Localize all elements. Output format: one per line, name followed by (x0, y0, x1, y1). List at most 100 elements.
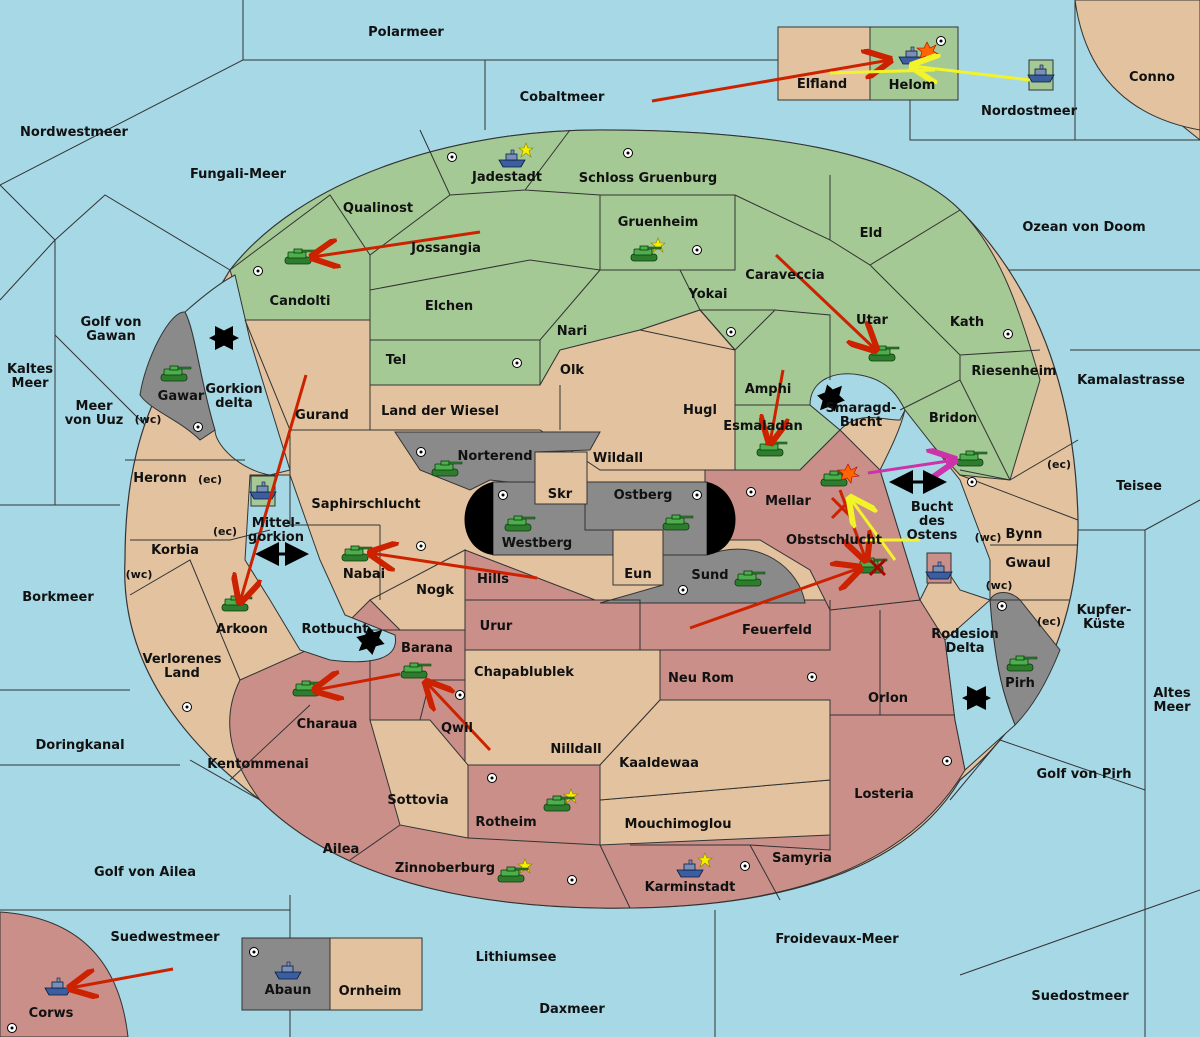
label-nogk[interactable]: Nogk (416, 583, 454, 598)
label-nari[interactable]: Nari (556, 324, 588, 339)
label-esmaladan[interactable]: Esmaladan (723, 419, 803, 434)
label-barana[interactable]: Barana (401, 641, 453, 656)
label-skr[interactable]: Skr (547, 487, 573, 502)
label-gwaul[interactable]: Gwaul (1005, 556, 1051, 571)
label-obstschlucht[interactable]: Obstschlucht (786, 533, 882, 548)
order-arrows-red (70, 60, 890, 988)
label-karminstadt[interactable]: Karminstadt (644, 880, 736, 895)
label-wildall[interactable]: Wildall (592, 451, 644, 466)
label-riesenheim[interactable]: Riesenheim (971, 364, 1057, 379)
sea-bucht-des-ostens (879, 408, 991, 602)
label-tel[interactable]: Tel (385, 353, 407, 368)
label-gurand[interactable]: Gurand (295, 408, 349, 423)
label-olk[interactable]: Olk (559, 363, 585, 378)
label-abaun[interactable]: Abaun (264, 983, 312, 998)
terrain-east-cap (707, 482, 736, 555)
label-feuerfeld[interactable]: Feuerfeld (742, 623, 812, 638)
label-chapablublek[interactable]: Chapablublek (474, 665, 574, 680)
label-ornheim[interactable]: Ornheim (338, 984, 402, 999)
label-smaragd: Smaragd- Bucht (825, 401, 897, 430)
label-rotheim[interactable]: Rotheim (475, 815, 537, 830)
label-polarmeer: Polarmeer (368, 25, 444, 40)
label-hills[interactable]: Hills (477, 572, 509, 587)
label-ec1: (ec) (197, 473, 223, 486)
label-losteria[interactable]: Losteria (854, 787, 914, 802)
label-hugl[interactable]: Hugl (683, 403, 717, 418)
label-teisee: Teisee (1116, 479, 1162, 494)
label-amphi[interactable]: Amphi (744, 382, 792, 397)
label-verlorenes[interactable]: Verlorenes Land (142, 652, 222, 681)
label-gruenheim[interactable]: Gruenheim (617, 215, 699, 230)
label-ostberg[interactable]: Ostberg (613, 488, 673, 503)
label-golf-gawan: Golf von Gawan (80, 315, 142, 344)
label-bynn[interactable]: Bynn (1005, 527, 1043, 542)
sea-rodesion-delta (944, 598, 1016, 771)
label-corws[interactable]: Corws (28, 1006, 74, 1021)
label-schloss[interactable]: Schloss Gruenburg (578, 171, 718, 186)
label-kath[interactable]: Kath (949, 315, 985, 330)
label-gawar[interactable]: Gawar (157, 389, 205, 404)
label-land-wiesel[interactable]: Land der Wiesel (381, 404, 499, 419)
label-wc4: (wc) (985, 579, 1013, 592)
label-zinnoberburg[interactable]: Zinnoberburg (394, 861, 496, 876)
label-korbia[interactable]: Korbia (151, 543, 199, 558)
label-golf-pirh: Golf von Pirh (1036, 767, 1132, 782)
label-samyria[interactable]: Samyria (772, 851, 832, 866)
label-urur[interactable]: Urur (479, 619, 513, 634)
territory-corws[interactable] (0, 911, 129, 1037)
label-heronn[interactable]: Heronn (133, 471, 187, 486)
label-utar[interactable]: Utar (856, 313, 888, 328)
label-sund[interactable]: Sund (691, 568, 729, 583)
label-kentommenai[interactable]: Kentommenai (207, 757, 309, 772)
label-westberg[interactable]: Westberg (501, 536, 573, 551)
label-qualinost[interactable]: Qualinost (342, 201, 414, 216)
label-jadestadt[interactable]: Jadestadt (472, 170, 542, 185)
label-rotbucht: Rotbucht (301, 622, 369, 637)
label-saphir[interactable]: Saphirschlucht (311, 497, 421, 512)
territory-eun[interactable] (612, 529, 664, 586)
label-sottovia[interactable]: Sottovia (387, 793, 449, 808)
label-helom[interactable]: Helom (888, 78, 936, 93)
label-mellar[interactable]: Mellar (765, 494, 811, 509)
label-mouchimoglou[interactable]: Mouchimoglou (624, 817, 732, 832)
terrain-west-cap (464, 482, 493, 555)
label-charaua[interactable]: Charaua (296, 717, 358, 732)
label-fungali: Fungali-Meer (189, 167, 287, 182)
label-orlon[interactable]: Orlon (867, 691, 909, 706)
label-arkoon[interactable]: Arkoon (216, 622, 268, 637)
label-neu-rom[interactable]: Neu Rom (668, 671, 734, 686)
label-bucht-ostens: Bucht des Ostens (906, 500, 958, 543)
label-pirh[interactable]: Pirh (1005, 676, 1035, 691)
label-ec4: (ec) (1036, 615, 1062, 628)
label-elfland[interactable]: Elfland (796, 77, 848, 92)
label-nabai[interactable]: Nabai (342, 567, 386, 582)
label-eld[interactable]: Eld (859, 226, 883, 241)
label-jossangia[interactable]: Jossangia (411, 241, 481, 256)
label-elchen[interactable]: Elchen (424, 299, 474, 314)
territory-ornheim[interactable] (329, 937, 423, 1011)
label-wc3: (wc) (125, 568, 153, 581)
label-wc2: (wc) (974, 531, 1002, 544)
label-rodesion: Rodesion Delta (931, 627, 999, 656)
label-nordostmeer: Nordostmeer (980, 104, 1078, 119)
label-yokai[interactable]: Yokai (688, 287, 728, 302)
label-ailea[interactable]: Ailea (322, 842, 360, 857)
label-bridon[interactable]: Bridon (928, 411, 978, 426)
label-eun[interactable]: Eun (624, 567, 652, 582)
label-suedostmeer: Suedostmeer (1031, 989, 1129, 1004)
label-qwil[interactable]: Qwil (441, 721, 473, 736)
label-gorkion-delta: Gorkion delta (205, 382, 263, 411)
label-kaaldewaa[interactable]: Kaaldewaa (619, 756, 699, 771)
territory-elfland[interactable] (777, 26, 871, 101)
label-norterend[interactable]: Norterend (457, 449, 533, 464)
territory-skr[interactable] (534, 451, 588, 505)
label-candolti[interactable]: Candolti (269, 294, 331, 309)
label-conno[interactable]: Conno (1129, 70, 1175, 85)
label-caraveccia[interactable]: Caraveccia (745, 268, 825, 283)
label-ec3: (ec) (212, 525, 238, 538)
label-nilldall[interactable]: Nilldall (550, 742, 602, 757)
territory-conno-shape (1074, 0, 1200, 131)
